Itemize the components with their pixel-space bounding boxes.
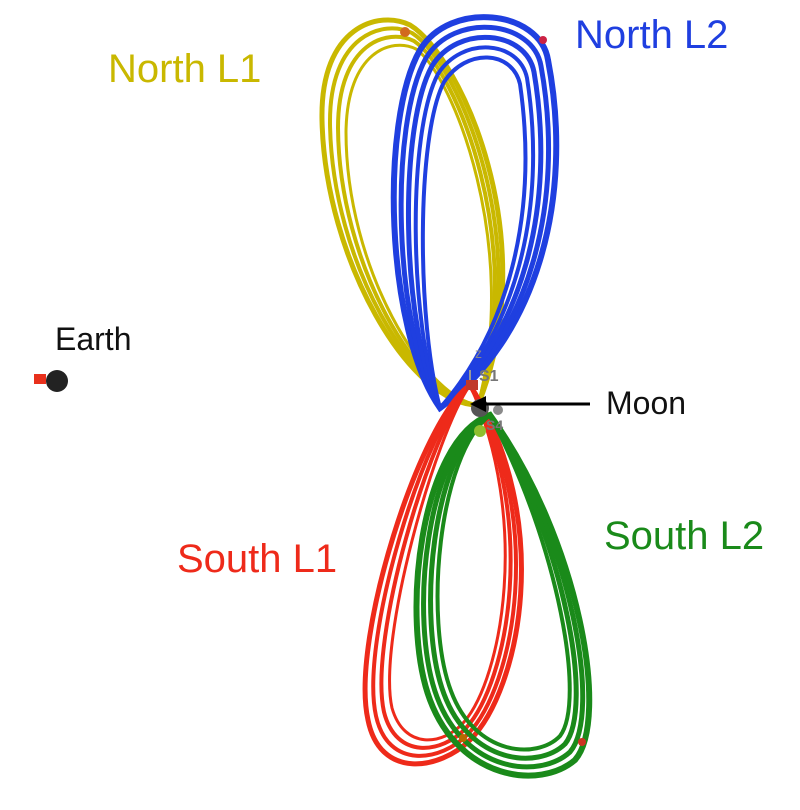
orbit-south-l1 xyxy=(362,381,524,767)
moon-label: Moon xyxy=(606,385,686,421)
orbit-south-l2 xyxy=(413,411,593,779)
earth-square-marker xyxy=(34,374,46,384)
orbit-north-l1 xyxy=(319,17,506,408)
moon-tag-top: S1 xyxy=(479,368,499,385)
moon-green-dot xyxy=(474,425,486,437)
south-l1-label: South L1 xyxy=(177,537,337,581)
moon-marker: z S1 S4 xyxy=(466,345,503,437)
south-l2-marker xyxy=(578,738,586,746)
north-l2-marker xyxy=(539,36,547,44)
earth-icon xyxy=(46,370,68,392)
moon-secondary-dot xyxy=(493,405,503,415)
earth-label: Earth xyxy=(55,321,131,357)
north-l2-label: North L2 xyxy=(575,13,728,57)
moon-arrow xyxy=(470,396,590,412)
orbit-north-l2 xyxy=(390,14,560,413)
earth-marker xyxy=(34,370,68,392)
axis-glyph: z xyxy=(475,345,482,361)
moon-tag-bottom: S4 xyxy=(486,417,503,433)
moon-square-marker xyxy=(466,380,478,390)
north-l1-marker xyxy=(400,27,410,37)
north-l1-label: North L1 xyxy=(108,47,261,91)
south-l1-marker xyxy=(459,734,467,742)
south-l2-label: South L2 xyxy=(604,514,764,558)
